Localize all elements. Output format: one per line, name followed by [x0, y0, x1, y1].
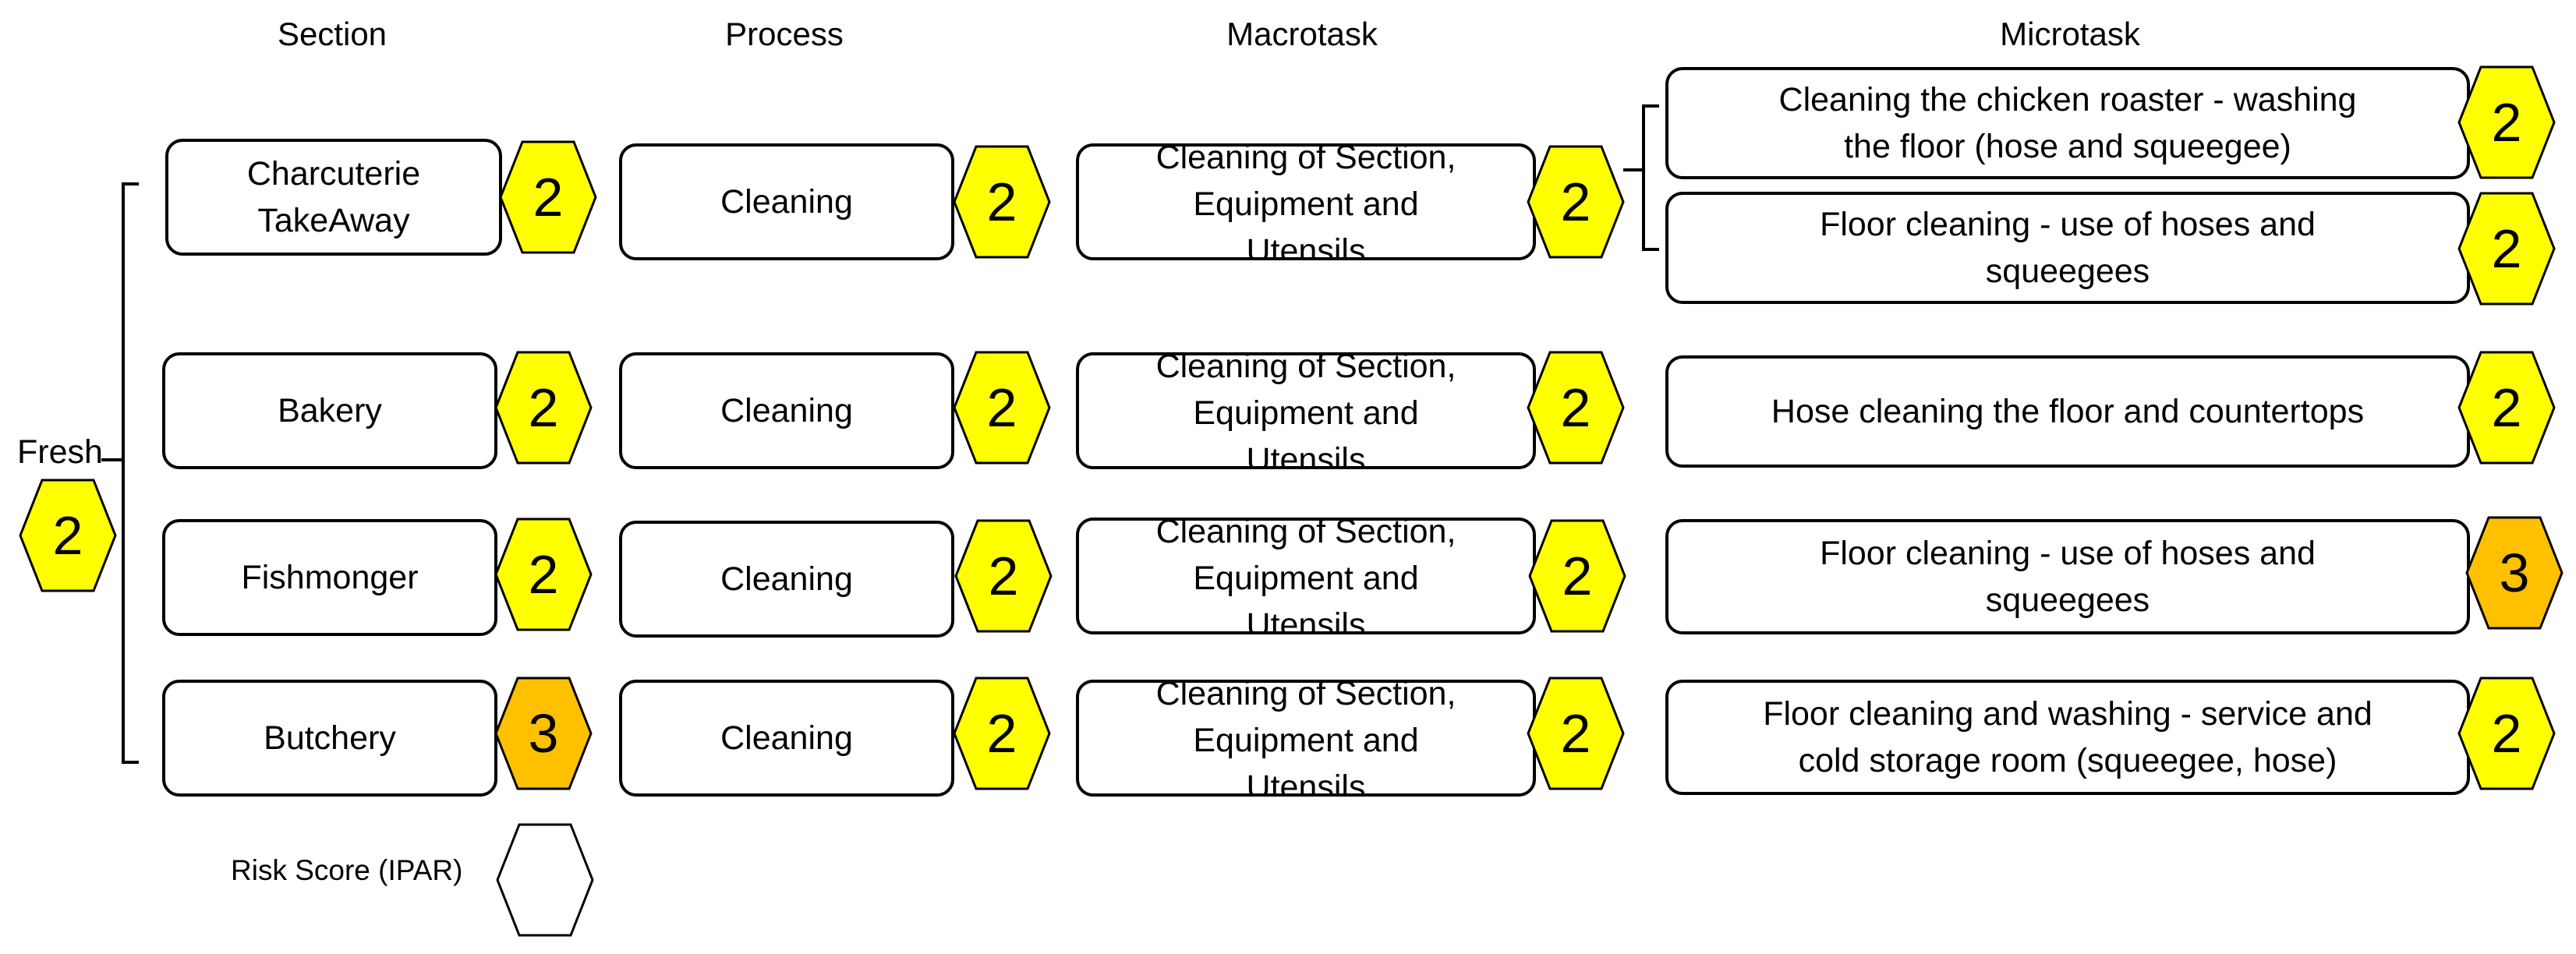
- microtask-box: Cleaning the chicken roaster - washing t…: [1665, 67, 2470, 179]
- section-label: Charcuterie TakeAway: [246, 155, 421, 239]
- score-value: 3: [2499, 542, 2530, 603]
- microtask-score-hexagon: 2: [2456, 190, 2557, 307]
- score-value: 2: [1560, 703, 1591, 764]
- section-box: Bakery: [162, 352, 497, 469]
- macrotask-box: Cleaning of Section, Equipment and Utens…: [1076, 518, 1536, 634]
- microtask-score-hexagon: 2: [2456, 675, 2557, 792]
- microtask-label: Floor cleaning - use of hoses and squeeg…: [1820, 535, 2316, 619]
- macrotask-score-hexagon: 2: [1525, 349, 1626, 466]
- microtask-label: Floor cleaning - use of hoses and squeeg…: [1820, 206, 2316, 290]
- section-label: Butchery: [264, 719, 396, 757]
- section-score-hexagon: 2: [493, 349, 594, 466]
- score-value: 2: [986, 171, 1017, 232]
- process-label: Cleaning: [720, 183, 853, 221]
- macrotask-label: Cleaning of Section, Equipment and Utens…: [1155, 143, 1456, 260]
- process-label: Cleaning: [720, 392, 853, 429]
- macrotask-box: Cleaning of Section, Equipment and Utens…: [1076, 143, 1536, 260]
- score-value: 2: [986, 377, 1017, 438]
- score-value: 2: [52, 505, 83, 566]
- score-value: 2: [2491, 377, 2522, 438]
- score-value: 2: [988, 546, 1019, 606]
- macrotask-score-hexagon: 2: [1527, 518, 1628, 634]
- score-value: 2: [533, 167, 564, 228]
- microtask-label: Cleaning the chicken roaster - washing t…: [1778, 81, 2357, 165]
- process-box: Cleaning: [619, 680, 954, 797]
- microtask-score-hexagon: 2: [2456, 64, 2557, 181]
- macrotask-score-hexagon: 2: [1525, 143, 1626, 260]
- macrotask-score-hexagon: 2: [1525, 675, 1626, 792]
- header-process: Process: [725, 16, 844, 52]
- score-value: 2: [1560, 377, 1591, 438]
- section-box: Butchery: [162, 680, 497, 797]
- legend-empty-hexagon: [494, 822, 596, 938]
- root-score-hexagon: 2: [17, 477, 119, 594]
- section-score-hexagon: 3: [493, 675, 594, 792]
- macrotask-label: Cleaning of Section, Equipment and Utens…: [1155, 680, 1456, 797]
- microtask-score-hexagon: 2: [2456, 349, 2557, 466]
- section-box: Fishmonger: [162, 519, 497, 636]
- score-value: 2: [1560, 171, 1591, 232]
- microtask-box: Floor cleaning and washing - service and…: [1665, 680, 2470, 795]
- score-value: 2: [2491, 218, 2522, 279]
- score-value: 2: [2491, 703, 2522, 764]
- header-section: Section: [277, 16, 387, 52]
- root-label: Fresh: [17, 433, 103, 471]
- process-label: Cleaning: [720, 719, 853, 757]
- score-value: 2: [986, 703, 1017, 764]
- score-value: 2: [1562, 546, 1593, 606]
- microtask-score-hexagon: 3: [2464, 514, 2565, 631]
- score-value: 3: [528, 703, 559, 764]
- section-score-hexagon: 2: [493, 516, 594, 633]
- section-score-hexagon: 2: [497, 139, 599, 256]
- score-value: 2: [2491, 92, 2522, 153]
- process-score-hexagon: 2: [953, 518, 1054, 634]
- legend-label: Risk Score (IPAR): [231, 854, 463, 886]
- section-label: Bakery: [278, 392, 382, 429]
- score-value: 2: [528, 377, 559, 438]
- score-value: 2: [528, 544, 559, 605]
- process-box: Cleaning: [619, 143, 954, 260]
- process-score-hexagon: 2: [951, 675, 1053, 792]
- process-box: Cleaning: [619, 352, 954, 469]
- microtask-box: Floor cleaning - use of hoses and squeeg…: [1665, 519, 2470, 634]
- macrotask-label: Cleaning of Section, Equipment and Utens…: [1155, 352, 1456, 469]
- section-label: Fishmonger: [241, 559, 419, 596]
- macrotask-box: Cleaning of Section, Equipment and Utens…: [1076, 680, 1536, 797]
- microtask-label: Floor cleaning and washing - service and…: [1763, 695, 2373, 779]
- process-score-hexagon: 2: [951, 349, 1053, 466]
- process-label: Cleaning: [720, 560, 853, 598]
- microtask-label: Hose cleaning the floor and countertops: [1771, 393, 2365, 430]
- section-box: Charcuterie TakeAway: [165, 139, 502, 256]
- macrotask-box: Cleaning of Section, Equipment and Utens…: [1076, 352, 1536, 469]
- macrotask-label: Cleaning of Section, Equipment and Utens…: [1155, 518, 1456, 634]
- process-box: Cleaning: [619, 521, 954, 638]
- header-microtask: Microtask: [2000, 16, 2140, 52]
- microtask-box: Floor cleaning - use of hoses and squeeg…: [1665, 192, 2470, 304]
- process-score-hexagon: 2: [951, 143, 1053, 260]
- header-macrotask: Macrotask: [1226, 16, 1378, 52]
- microtask-box: Hose cleaning the floor and countertops: [1665, 355, 2470, 468]
